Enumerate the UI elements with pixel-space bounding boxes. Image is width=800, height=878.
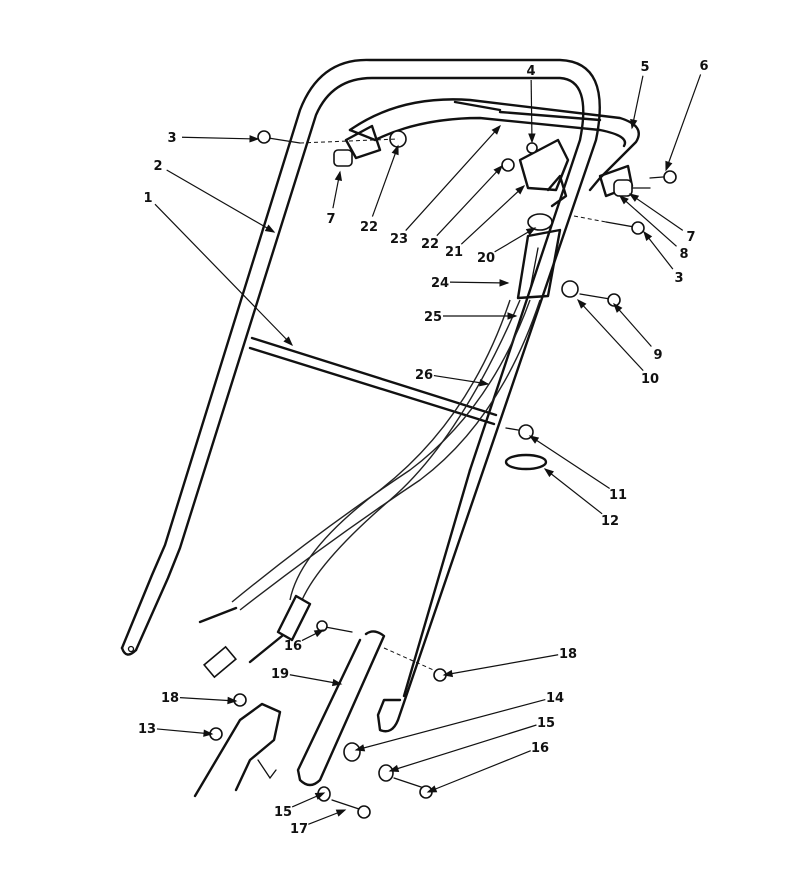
callout-leader-8 xyxy=(619,195,677,247)
callout-arrowhead xyxy=(499,279,510,287)
callout-label: 18 xyxy=(161,691,179,706)
callout-arrowhead xyxy=(577,298,587,309)
callout-arrowhead xyxy=(630,118,638,130)
callout-arrowhead xyxy=(391,144,399,156)
callout-label: 3 xyxy=(167,131,176,146)
callout-arrowhead xyxy=(334,170,343,182)
callout-arrowhead xyxy=(528,435,540,444)
callout-label: 2 xyxy=(153,159,162,174)
callout-leader-14 xyxy=(355,698,546,751)
callout-label: 23 xyxy=(390,232,408,247)
callout-leader-26 xyxy=(433,374,489,385)
callout-label: 12 xyxy=(601,514,619,529)
callout-label: 14 xyxy=(546,691,564,706)
callout-leader-15 xyxy=(389,724,537,772)
callout-leader-13 xyxy=(156,728,213,735)
callout-label: 9 xyxy=(653,348,662,363)
callout-arrowhead xyxy=(354,744,366,752)
callout-label: 15 xyxy=(274,805,292,820)
callout-label: 19 xyxy=(271,667,289,682)
callout-label: 22 xyxy=(360,220,378,235)
callout-arrowhead xyxy=(665,160,673,172)
callout-arrowhead xyxy=(314,792,326,800)
callout-arrowhead xyxy=(515,185,526,195)
callout-arrowhead xyxy=(227,696,238,705)
callout-label: 13 xyxy=(138,722,156,737)
callout-leader-3 xyxy=(181,136,259,140)
callout-label: 26 xyxy=(415,368,433,383)
callout-leader-22 xyxy=(371,145,399,217)
callout-label: 11 xyxy=(609,488,627,503)
callout-label: 7 xyxy=(686,230,695,245)
callout-arrowhead xyxy=(643,230,653,241)
callout-arrowhead xyxy=(528,133,536,144)
callout-arrowhead xyxy=(628,193,640,202)
callout-label: 6 xyxy=(699,59,708,74)
callout-arrowhead xyxy=(283,336,293,347)
callout-arrowhead xyxy=(493,164,503,175)
callout-leader-16 xyxy=(427,750,531,793)
callout-arrowhead xyxy=(331,678,343,687)
callout-label: 18 xyxy=(559,647,577,662)
callout-label: 10 xyxy=(641,372,659,387)
callout-arrowhead xyxy=(313,629,325,638)
callout-label: 1 xyxy=(143,191,152,206)
callout-leader-6 xyxy=(665,74,702,171)
callout-label: 20 xyxy=(477,251,495,266)
callout-arrowhead xyxy=(618,195,629,205)
callout-arrowhead xyxy=(491,124,501,135)
callout-arrowhead xyxy=(613,302,623,313)
callout-leader-11 xyxy=(529,435,610,489)
cross-bar xyxy=(248,336,498,426)
callout-leader-2 xyxy=(166,169,275,233)
callout-label: 16 xyxy=(531,741,549,756)
callout-arrowhead xyxy=(249,135,260,143)
callout-leader-12 xyxy=(544,468,603,515)
callout-label: 16 xyxy=(284,639,302,654)
callout-label: 21 xyxy=(445,245,463,260)
callout-arrowhead xyxy=(479,379,490,387)
callout-arrowhead xyxy=(507,312,518,320)
callout-leader-5 xyxy=(631,75,644,129)
callout-label: 22 xyxy=(421,237,439,252)
callout-label: 24 xyxy=(431,276,449,291)
lower-link xyxy=(296,620,447,819)
callout-label: 3 xyxy=(674,271,683,286)
callout-label: 4 xyxy=(526,64,535,79)
callout-leader-4 xyxy=(530,79,533,143)
upper-handle xyxy=(120,58,601,733)
lower-handle-bracket xyxy=(193,693,282,798)
callout-leader-7 xyxy=(629,193,684,231)
callout-arrowhead xyxy=(426,785,438,793)
callout-arrowhead xyxy=(442,669,454,678)
callout-arrowhead xyxy=(388,764,400,773)
callout-arrowhead xyxy=(264,224,276,233)
callout-label: 15 xyxy=(537,716,555,731)
left-bracket-hardware xyxy=(257,124,407,167)
callout-leader-9 xyxy=(613,303,652,347)
callout-leader-18 xyxy=(443,654,559,676)
callout-leader-22 xyxy=(436,165,503,237)
callout-label: 8 xyxy=(679,247,688,262)
callout-leader-1 xyxy=(154,203,293,346)
callout-leader-18 xyxy=(179,697,237,702)
cable-clip-hardware xyxy=(504,424,548,471)
callout-label: 5 xyxy=(640,60,649,75)
callout-arrowhead xyxy=(203,729,214,737)
callout-arrowhead xyxy=(543,468,554,478)
callout-label: 25 xyxy=(424,310,442,325)
callout-arrowhead xyxy=(335,809,347,817)
callout-leader-23 xyxy=(405,125,501,231)
callout-leader-19 xyxy=(289,674,342,685)
callout-arrowhead xyxy=(525,227,537,236)
callout-label: 17 xyxy=(290,822,308,837)
callout-leader-10 xyxy=(577,299,644,372)
callout-leader-21 xyxy=(460,185,525,245)
callout-label: 7 xyxy=(326,212,335,227)
right-side-hardware xyxy=(561,164,677,307)
callout-leader-24 xyxy=(449,281,509,284)
control-cables xyxy=(198,299,541,679)
